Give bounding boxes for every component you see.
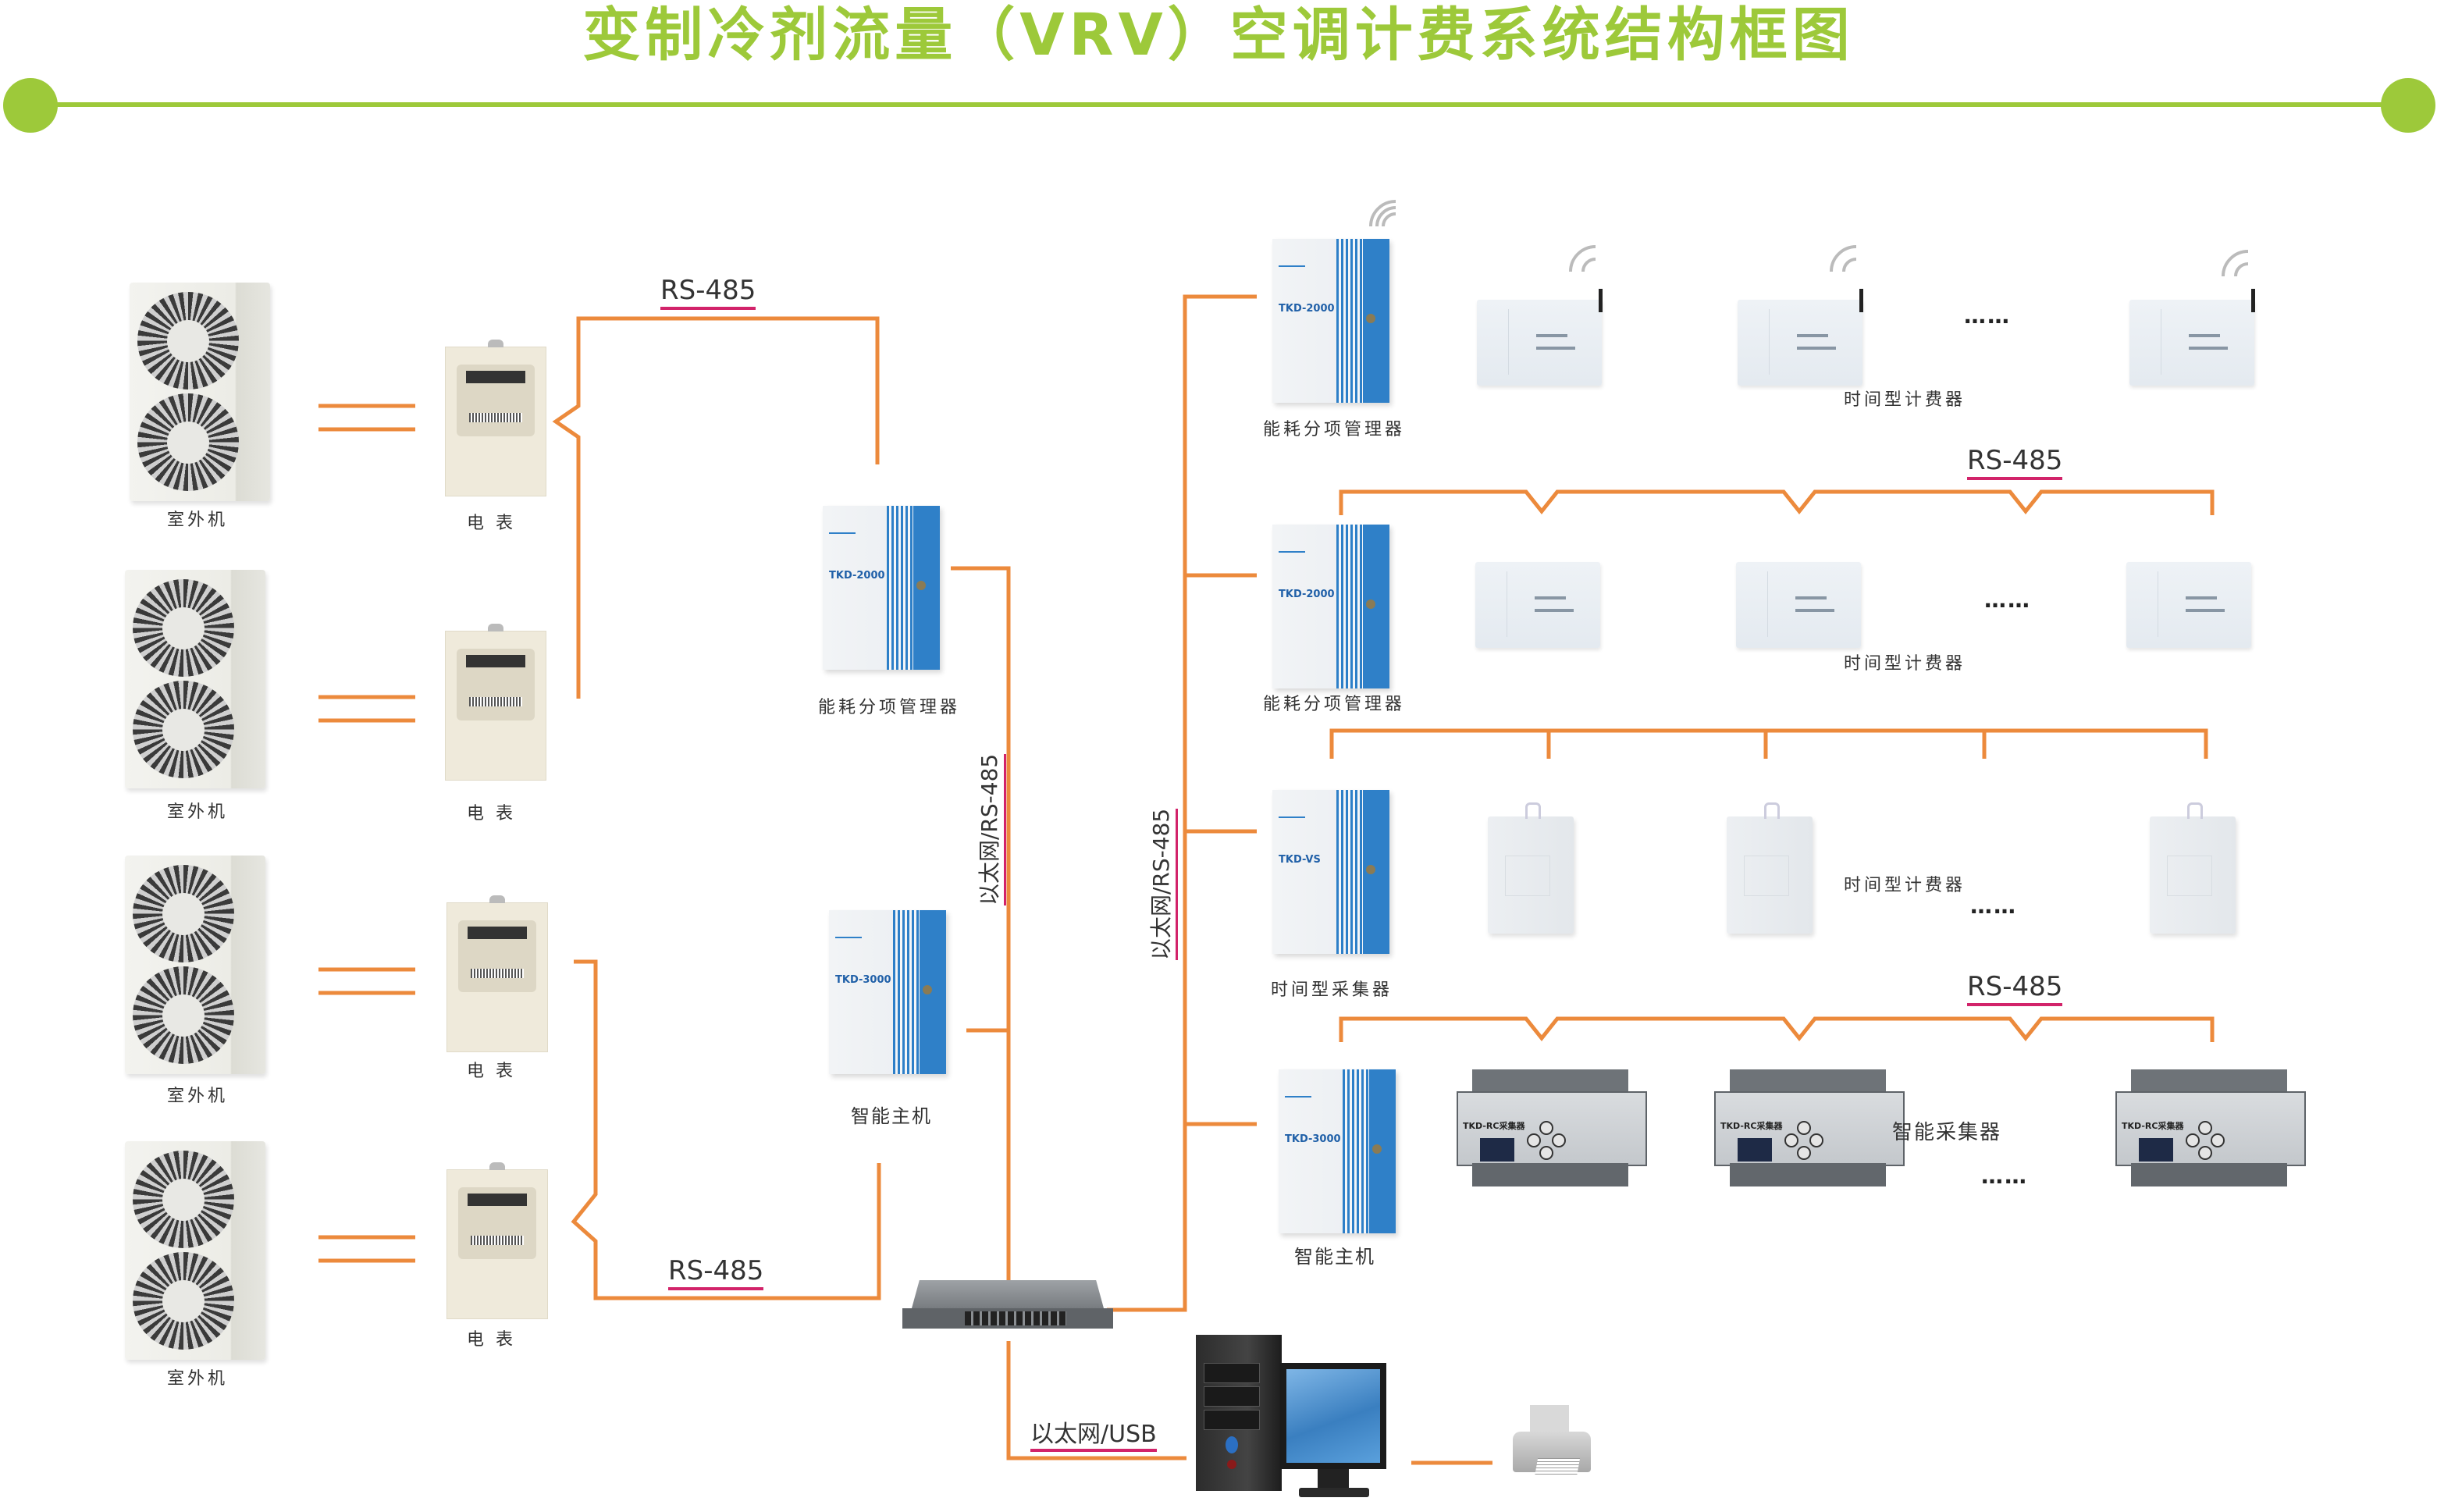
antenna-icon xyxy=(1859,289,1863,312)
rs485-bus-top xyxy=(552,316,880,699)
time-billing-meter xyxy=(2129,300,2254,386)
meter-label: 电 表 xyxy=(467,1062,516,1081)
ethernet-rs485-label-right: 以太网/RS-485 xyxy=(1144,808,1178,960)
antenna-icon xyxy=(1599,289,1603,312)
eth-link-right xyxy=(1107,294,1257,1312)
monitor-stand xyxy=(1318,1469,1349,1489)
energy-manager-cabinet: TKD-2000 xyxy=(823,506,940,670)
computer-monitor xyxy=(1280,1363,1386,1469)
row1-controller-label: 能耗分项管理器 xyxy=(1263,420,1406,439)
outdoor-unit-label: 室外机 xyxy=(167,1087,229,1106)
wireless-icon xyxy=(1830,245,1857,272)
smart-host-cabinet: TKD-3000 xyxy=(829,910,946,1074)
time-billing-meter xyxy=(1736,562,1861,648)
row4-devices-label: 智能采集器 xyxy=(1892,1121,2002,1144)
row4-ellipsis: …… xyxy=(1981,1163,2028,1189)
meter-label: 电 表 xyxy=(467,514,516,533)
smart-collector: TKD-RC采集器 xyxy=(1457,1069,1647,1186)
fan-icon xyxy=(133,579,234,677)
monitor-base xyxy=(1299,1488,1369,1497)
eth-usb-link xyxy=(1006,1341,1186,1460)
outdoor-unit-label: 室外机 xyxy=(167,1369,229,1389)
printer xyxy=(1513,1405,1591,1477)
row1-ellipsis: …… xyxy=(1964,303,2011,329)
wireless-icon xyxy=(1569,245,1596,272)
diagram-title: 变制冷剂流量（VRV）空调计费系统结构框图 xyxy=(582,2,1855,69)
fan-icon xyxy=(133,865,234,962)
row2-controller-label: 能耗分项管理器 xyxy=(1263,695,1406,714)
row3-devices-label: 时间型计费器 xyxy=(1844,876,1966,895)
smart-collector: TKD-RC采集器 xyxy=(2115,1069,2306,1186)
row3-controller-cabinet: TKD-VS xyxy=(1272,790,1389,954)
meter-label: 电 表 xyxy=(467,804,516,824)
antenna-icon xyxy=(2251,289,2255,312)
rs485-label-bottom-left: RS-485 xyxy=(668,1255,764,1290)
smart-host-label: 智能主机 xyxy=(851,1105,932,1127)
ethernet-usb-label: 以太网/USB xyxy=(1030,1414,1157,1452)
rs485-bus-row4 xyxy=(1339,1016,2215,1042)
fan-icon xyxy=(133,1151,234,1248)
row3-ellipsis: …… xyxy=(1970,893,2017,919)
row4-controller-label: 智能主机 xyxy=(1294,1246,1375,1268)
time-billing-meter xyxy=(2150,802,2236,934)
outdoor-unit xyxy=(130,283,270,501)
eth-link-manager xyxy=(951,566,1011,1280)
row2-devices-label: 时间型计费器 xyxy=(1844,654,1966,674)
wireless-icon xyxy=(1369,200,1396,227)
time-billing-meter xyxy=(1738,300,1862,386)
time-billing-meter xyxy=(1727,802,1813,934)
fan-icon xyxy=(137,292,239,390)
rs485-bus-row2 xyxy=(1339,489,2215,515)
row3-controller-label: 时间型采集器 xyxy=(1271,980,1393,1000)
row2-controller-cabinet: TKD-2000 xyxy=(1272,525,1389,688)
fan-icon xyxy=(133,1252,234,1350)
outdoor-unit xyxy=(125,1141,265,1360)
fan-icon xyxy=(137,393,239,491)
electric-meter xyxy=(446,1162,548,1319)
electric-meter xyxy=(445,624,546,781)
time-billing-meter xyxy=(1477,300,1602,386)
electric-meter xyxy=(446,895,548,1052)
outdoor-unit-label: 室外机 xyxy=(167,802,229,822)
row1-devices-label: 时间型计费器 xyxy=(1844,390,1966,410)
row4-controller-cabinet: TKD-3000 xyxy=(1279,1069,1396,1233)
time-billing-meter xyxy=(1488,802,1574,934)
row2-ellipsis: …… xyxy=(1984,587,2031,613)
fan-icon xyxy=(133,966,234,1064)
smart-collector: TKD-RC采集器 xyxy=(1714,1069,1905,1186)
bus-row3 xyxy=(1329,728,2208,759)
power-button-icon xyxy=(1226,1436,1238,1453)
time-billing-meter xyxy=(1475,562,1600,648)
network-switch xyxy=(902,1280,1113,1329)
rs485-label-row2: RS-485 xyxy=(1967,445,2063,480)
wires xyxy=(318,294,2215,1465)
computer-tower xyxy=(1196,1335,1282,1491)
meter-label: 电 表 xyxy=(467,1330,516,1350)
row1-controller-cabinet: TKD-2000 xyxy=(1272,239,1389,403)
outdoor-unit-label: 室外机 xyxy=(167,511,229,530)
outdoor-unit xyxy=(125,856,265,1074)
ethernet-rs485-label-left: 以太网/RS-485 xyxy=(973,753,1006,905)
rs485-label-top-left: RS-485 xyxy=(660,275,756,310)
electric-meter xyxy=(445,340,546,496)
time-billing-meter xyxy=(2126,562,2251,648)
fan-icon xyxy=(133,681,234,778)
wireless-icon xyxy=(2222,250,2249,277)
energy-manager-label: 能耗分项管理器 xyxy=(818,698,961,717)
rs485-bus-bottom xyxy=(571,959,881,1300)
outdoor-unit xyxy=(125,570,265,788)
rs485-label-row4: RS-485 xyxy=(1967,971,2063,1006)
